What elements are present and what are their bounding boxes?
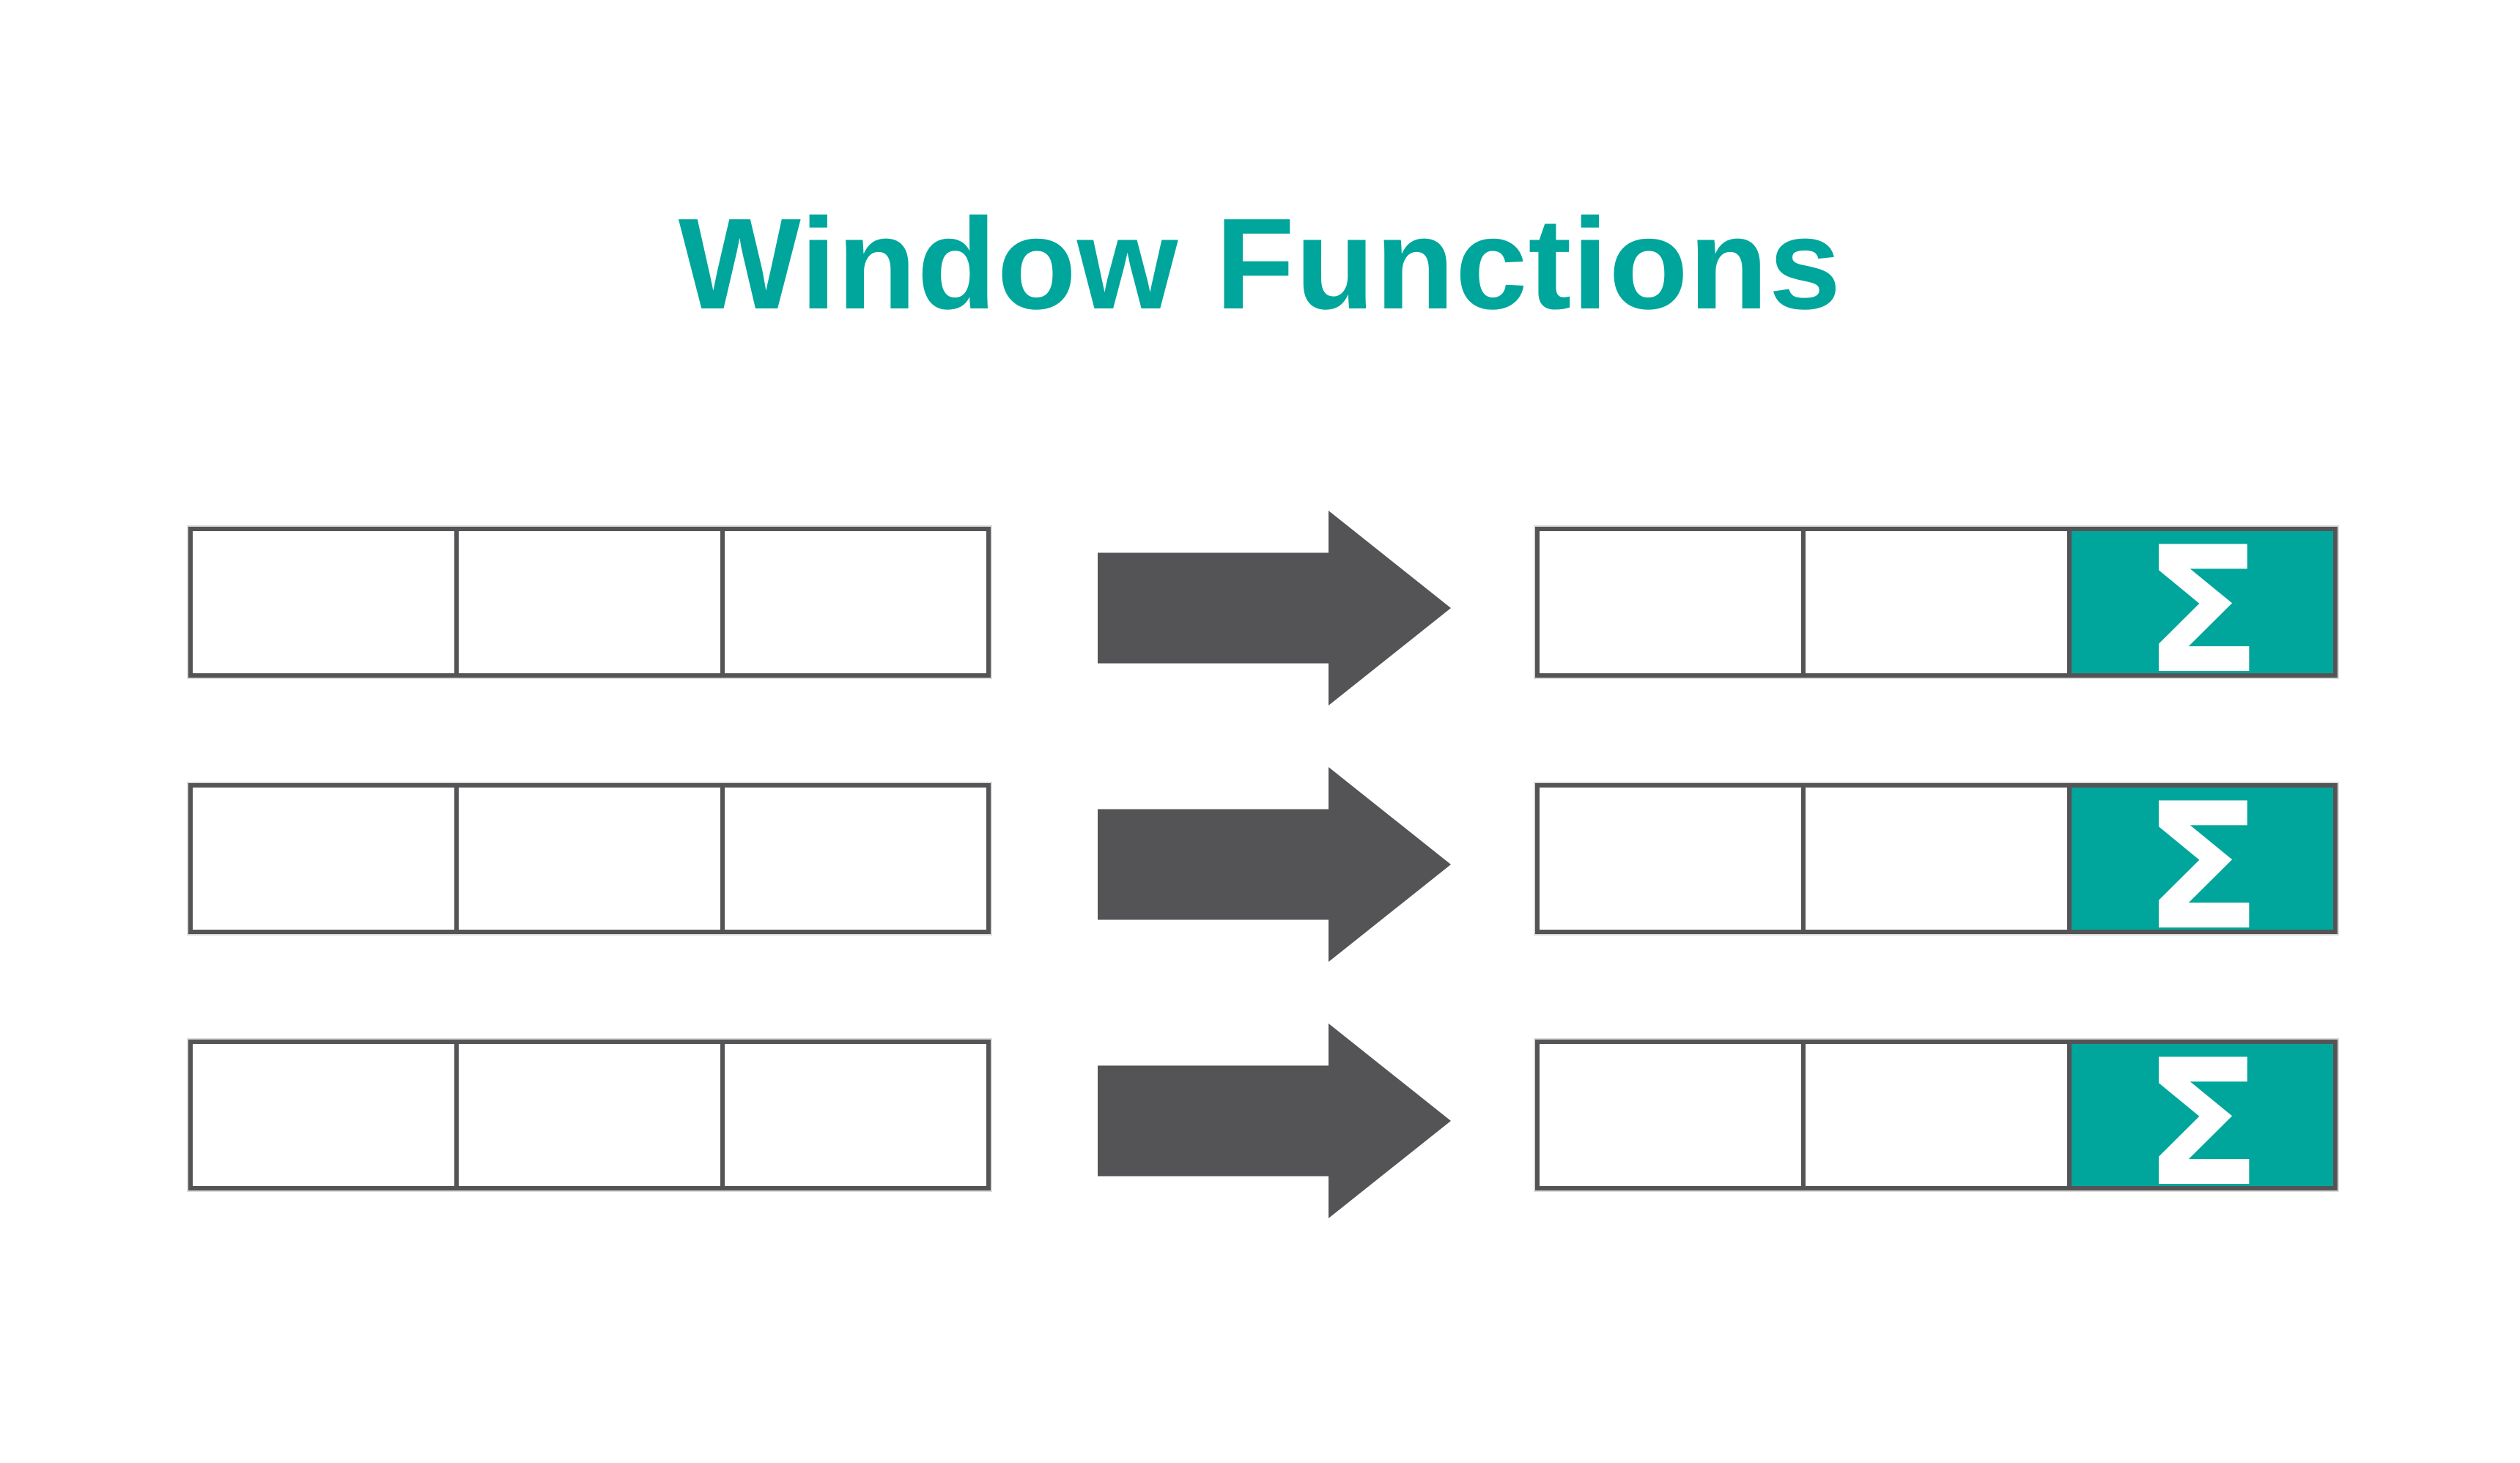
empty-cell bbox=[459, 531, 725, 673]
sigma-icon: Σ bbox=[2143, 766, 2262, 969]
input-table-row-2 bbox=[188, 783, 991, 934]
empty-cell bbox=[1540, 1044, 1806, 1186]
output-table-row-2: Σ bbox=[1535, 781, 2338, 955]
empty-cell bbox=[1806, 531, 2072, 673]
arrow-right-icon bbox=[1098, 511, 1451, 705]
empty-cell bbox=[725, 531, 986, 673]
empty-cell bbox=[1540, 531, 1806, 673]
empty-cell bbox=[725, 1044, 986, 1186]
empty-cell bbox=[1806, 1044, 2072, 1186]
empty-cell bbox=[193, 531, 459, 673]
empty-cell bbox=[459, 788, 725, 930]
sum-cell: Σ bbox=[2072, 525, 2333, 699]
sigma-icon: Σ bbox=[2143, 510, 2262, 713]
arrow-right-icon bbox=[1098, 767, 1451, 962]
output-table-row-3: Σ bbox=[1535, 1037, 2338, 1212]
empty-cell bbox=[193, 1044, 459, 1186]
empty-cell bbox=[193, 788, 459, 930]
input-table-row-1 bbox=[188, 527, 991, 678]
sum-cell: Σ bbox=[2072, 1037, 2333, 1212]
empty-cell bbox=[1540, 788, 1806, 930]
empty-cell bbox=[1806, 788, 2072, 930]
output-table-row-1: Σ bbox=[1535, 525, 2338, 699]
input-table-row-3 bbox=[188, 1040, 991, 1190]
sum-cell: Σ bbox=[2072, 781, 2333, 955]
page-title: Window Functions bbox=[678, 191, 1842, 336]
empty-cell bbox=[725, 788, 986, 930]
arrow-right-icon bbox=[1098, 1023, 1451, 1218]
empty-cell bbox=[459, 1044, 725, 1186]
sigma-icon: Σ bbox=[2143, 1023, 2262, 1226]
